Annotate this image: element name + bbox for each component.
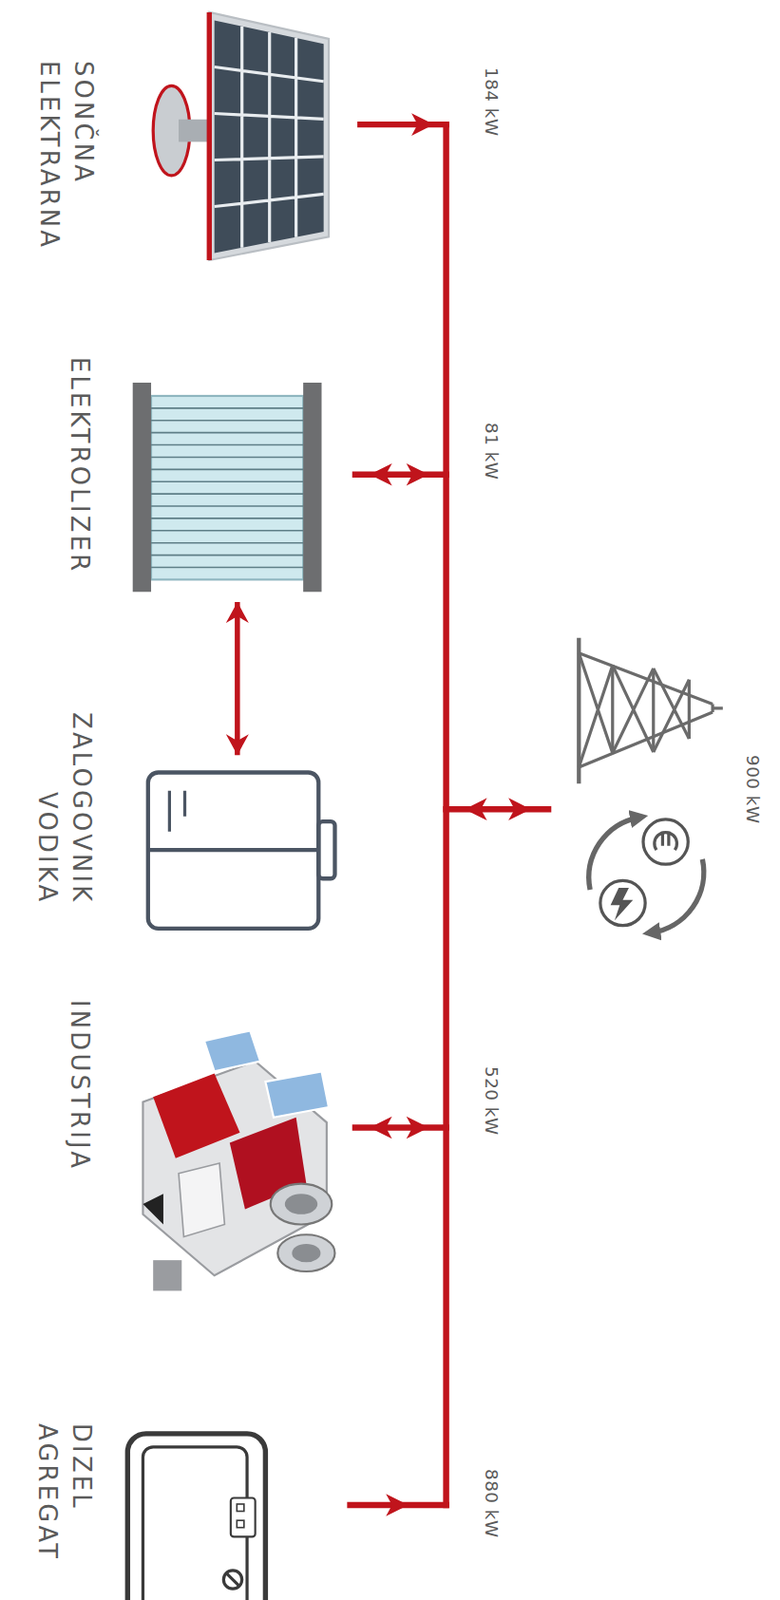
diesel-generator-icon	[223, 1571, 242, 1590]
energy-trade-icon	[610, 888, 634, 921]
industry-icon	[277, 1235, 335, 1273]
component-node: DIZEL AGREGAT	[122, 1428, 266, 1600]
bus-arrowheads	[385, 1494, 409, 1518]
industry-icon	[178, 1163, 225, 1237]
hydrogen-storage-icon	[148, 772, 336, 929]
solar-panel-icon	[178, 119, 211, 143]
component-label: DIZEL AGREGAT	[29, 1424, 99, 1600]
power-bus	[346, 121, 552, 1509]
diesel-generator-icon	[236, 1521, 245, 1529]
hydrogen-storage-icon	[318, 821, 335, 879]
power-rating: 81 kW	[478, 422, 504, 480]
electrolyzer-icon	[133, 382, 323, 592]
bus-arrowheads	[406, 463, 430, 487]
component-node: ZALOGOVNIK VODIKA	[142, 755, 343, 934]
industry-icon	[142, 1194, 163, 1225]
bus-arrowheads	[508, 798, 532, 821]
industry-icon	[152, 1260, 182, 1292]
industry-icon	[291, 1244, 321, 1263]
industry-icon	[152, 1073, 240, 1159]
bus-arrowheads	[411, 113, 435, 136]
solar-panel-icon	[214, 20, 324, 254]
electrolyzer-icon	[303, 382, 322, 592]
power-rating: 900 kW	[740, 755, 765, 825]
component-label: SONČNA ELEKTRARNA	[31, 60, 101, 306]
power-rating: 520 kW	[478, 1066, 504, 1137]
energy-trade-icon	[600, 880, 646, 926]
electrolyzer-icon	[151, 408, 304, 569]
diesel-generator-icon	[127, 1434, 266, 1600]
flow-arrow	[234, 602, 241, 756]
solar-panel-icon	[207, 12, 212, 261]
energy-trade-icon	[589, 818, 640, 891]
solar-panel-icon	[214, 26, 324, 248]
bus-arrowheads	[369, 1117, 393, 1141]
bus-arrowheads	[406, 1117, 430, 1141]
component-label: ZALOGOVNIK VODIKA	[29, 694, 99, 905]
bus-arrowheads	[369, 113, 532, 1518]
component-label: INDUSTRIJA	[62, 1000, 98, 1269]
component-node: SONČNA ELEKTRARNA	[148, 12, 332, 261]
art-shape	[654, 832, 678, 851]
power-rating: 184 kW	[478, 67, 504, 137]
solar-panel-icon	[209, 12, 329, 261]
hydrogen-storage-icon	[148, 848, 319, 853]
industry-icon	[285, 1194, 318, 1215]
bus-arrowheads	[369, 463, 393, 487]
industry-icon	[142, 1030, 335, 1292]
component-label: ELEKTROLIZER	[62, 357, 98, 626]
transmission-tower-icon	[578, 653, 689, 768]
hydrogen-storage-icon	[169, 791, 185, 833]
art-shape	[662, 832, 668, 847]
component-node: INDUSTRIJA	[133, 1030, 343, 1302]
diesel-generator-icon	[236, 1504, 245, 1513]
power-bus	[442, 121, 449, 1509]
power-rating: 880 kW	[478, 1469, 504, 1540]
industry-icon	[270, 1184, 332, 1226]
hydrogen-storage-icon	[148, 772, 319, 929]
energy-trade-icon	[589, 818, 704, 933]
transmission-tower-icon	[578, 638, 723, 785]
electrolyzer-icon	[133, 382, 152, 592]
diesel-generator-icon	[127, 1434, 266, 1600]
solar-panel-icon	[152, 12, 329, 261]
industry-icon	[265, 1071, 329, 1118]
diesel-generator-icon	[230, 1499, 256, 1539]
art-shape	[654, 833, 678, 852]
industry-icon	[204, 1030, 261, 1072]
transmission-tower-icon	[578, 653, 723, 768]
transmission-tower-icon	[612, 665, 690, 754]
diesel-generator-icon	[227, 1574, 240, 1587]
component-node: ELEKTROLIZER	[137, 378, 332, 603]
energy-trade-icon	[651, 859, 704, 933]
electrolyzer-icon	[151, 396, 304, 580]
energy-trade-icon	[643, 819, 688, 865]
bus-arrowheads	[464, 798, 488, 821]
power-bus	[346, 124, 552, 1506]
